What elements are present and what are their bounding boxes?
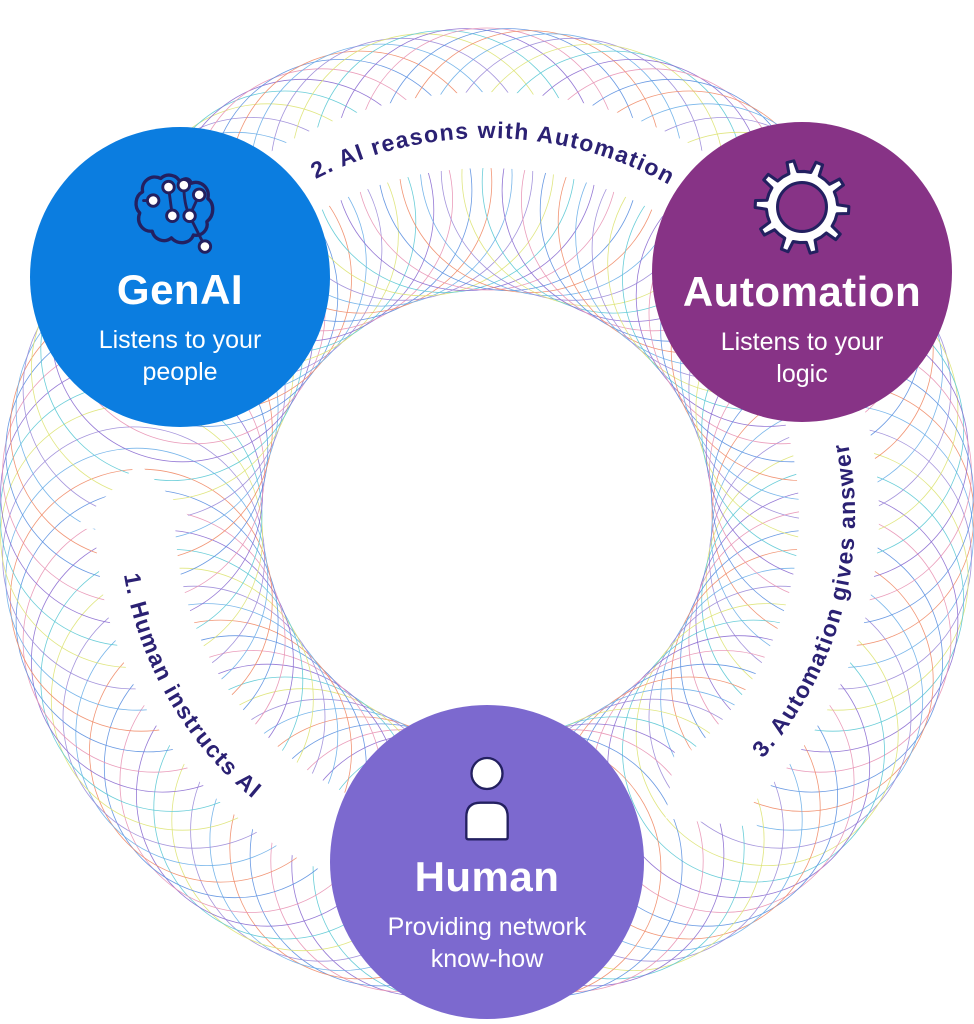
node-genai: GenAI Listens to your people (30, 127, 330, 427)
node-subtitle-genai: Listens to your people (98, 325, 262, 387)
flow-band-human-to-genai (95, 487, 396, 882)
flow-band-genai-to-automation (256, 92, 729, 227)
node-automation: Automation Listens to your logic (652, 122, 952, 422)
node-human: Human Providing network know-how (330, 705, 644, 1019)
flow-arrowhead-down-icon (665, 733, 759, 828)
node-title-genai: GenAI (116, 265, 244, 313)
node-title-human: Human (414, 852, 560, 900)
node-title-automation: Automation (682, 267, 922, 315)
person-icon (465, 756, 509, 840)
node-subtitle-automation: Listens to your logic (720, 327, 884, 389)
flow-arrowhead-up-icon (73, 463, 198, 530)
brain-circuit-icon (134, 172, 215, 254)
node-subtitle-human: Providing network know-how (387, 912, 587, 974)
gear-icon (753, 158, 851, 255)
